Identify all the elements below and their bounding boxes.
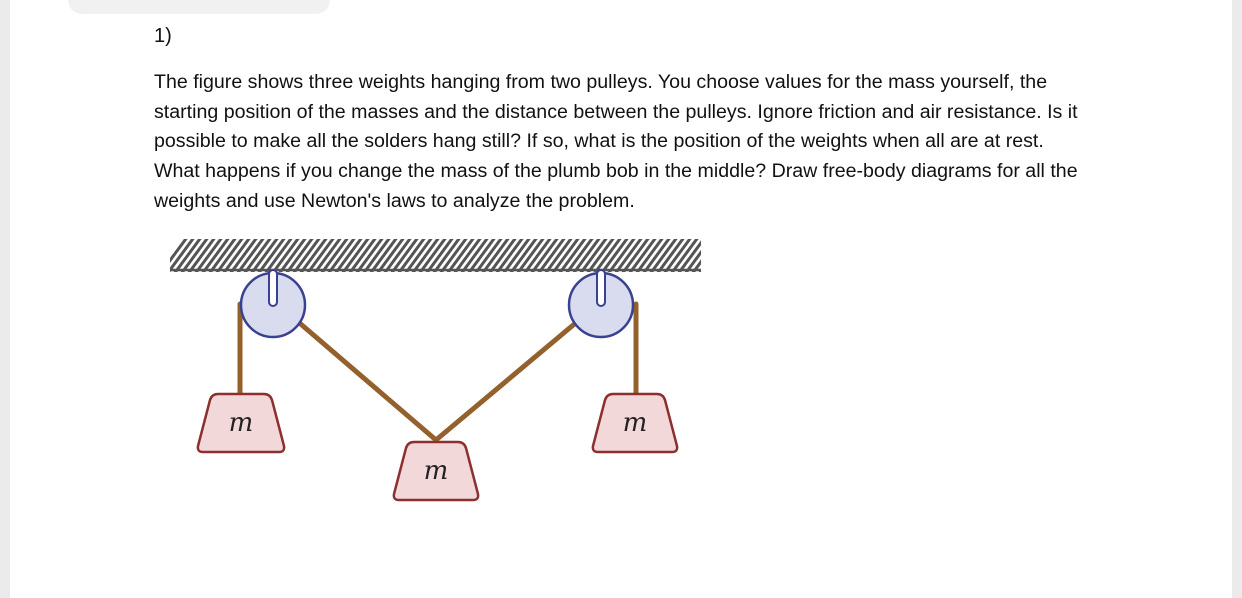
left-mass: m (196, 392, 286, 454)
hatch-line (558, 239, 587, 272)
hatch-line (713, 236, 720, 274)
hatch-line (607, 239, 636, 272)
hatch-line (278, 239, 307, 272)
hatch-line (271, 239, 300, 272)
right-mass-label: m (623, 408, 648, 438)
hatch-line (649, 239, 678, 272)
hatch-line (425, 239, 454, 272)
hatch-line (537, 239, 566, 272)
hatch-line (453, 239, 482, 272)
hatch-line (572, 239, 601, 272)
hatch-line (285, 239, 314, 272)
hatch-line (180, 239, 209, 272)
hatch-line (614, 239, 643, 272)
hatch-line (481, 239, 510, 272)
hatch-line (579, 239, 608, 272)
hatch-line (229, 239, 258, 272)
hatch-line (684, 249, 701, 272)
hatch-line (215, 239, 244, 272)
hatch-line (418, 239, 447, 272)
hatch-line (208, 239, 237, 272)
hatch-line (544, 239, 573, 272)
hatch-line (313, 239, 342, 272)
hatch-line (677, 240, 701, 272)
hatch-line (565, 239, 594, 272)
question-text: The figure shows three weights hanging f… (154, 71, 1078, 212)
hatch-line (257, 239, 286, 272)
hatch-line (502, 239, 531, 272)
hatch-line (446, 239, 475, 272)
hatch-line (236, 239, 265, 272)
hatch-line (397, 239, 426, 272)
hatch-line (306, 239, 335, 272)
hatch-line (628, 239, 657, 272)
hatch-line (691, 259, 701, 272)
hatch-line (327, 239, 356, 272)
hatch-line (194, 239, 223, 272)
hatch-line (439, 239, 468, 272)
hatch-line (250, 239, 279, 272)
hatch-line (488, 239, 517, 272)
hatch-line (334, 239, 363, 272)
hatch-line (495, 239, 524, 272)
hatch-line (586, 239, 615, 272)
hatch-line (642, 239, 671, 272)
hatch-line (264, 239, 293, 272)
hatch-line (621, 239, 650, 272)
hatch-line (509, 239, 538, 272)
document-page: 1) The figure shows three weights hangin… (10, 0, 1232, 598)
hatch-line (523, 239, 552, 272)
hatch-line (411, 239, 440, 272)
hatch-line (170, 239, 195, 272)
hatch-line (516, 239, 545, 272)
right-pulley (567, 269, 635, 339)
hatch-line (404, 239, 433, 272)
hatch-line (341, 239, 370, 272)
tab-stub (68, 0, 330, 14)
hatch-line (670, 239, 699, 272)
hatch-line (474, 239, 503, 272)
hatch-line (187, 239, 216, 272)
left-pulley (239, 269, 307, 339)
hatch-line (600, 239, 629, 272)
hatch-line (551, 239, 580, 272)
hatch-line (369, 239, 398, 272)
hatch-line (222, 239, 251, 272)
hatch-line (362, 239, 391, 272)
hatch-line (460, 239, 489, 272)
hatch-line (170, 239, 188, 263)
hatch-line (376, 239, 405, 272)
hatch-line (530, 239, 559, 272)
left-mass-label: m (229, 408, 254, 438)
hatch-line (706, 236, 720, 274)
hatch-line (201, 239, 230, 272)
hatch-line (390, 239, 419, 272)
hatch-line (432, 239, 461, 272)
hatch-line (320, 239, 349, 272)
hatch-line (292, 239, 321, 272)
hatch-line (355, 239, 384, 272)
ceiling (170, 236, 720, 274)
hatch-line (467, 239, 496, 272)
question-number: 1) (154, 25, 172, 47)
right-mass: m (591, 392, 679, 454)
hatch-line (348, 239, 377, 272)
hatch-line (173, 239, 202, 272)
hatch-line (243, 239, 272, 272)
middle-mass: m (392, 440, 480, 502)
hatch-line (383, 239, 412, 272)
hatch-line (663, 239, 692, 272)
middle-mass-label: m (424, 456, 449, 486)
pulley-figure: m m m (170, 236, 720, 502)
hatch-line (656, 239, 685, 272)
hatch-line (635, 239, 664, 272)
hatch-line (593, 239, 622, 272)
hatch-line (698, 268, 701, 272)
hatch-line (299, 239, 328, 272)
